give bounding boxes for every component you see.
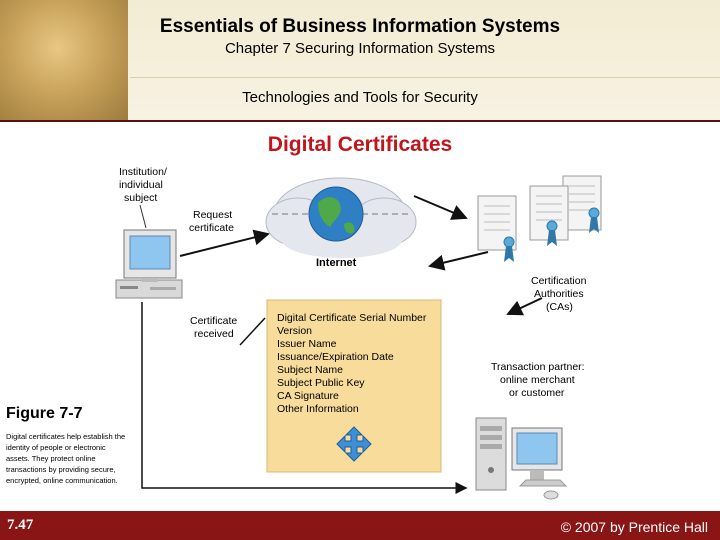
partner-label: Transaction partner: online merchant or … bbox=[491, 361, 588, 399]
received-pointer bbox=[240, 318, 265, 345]
subject-label: Institution/ individual subject bbox=[119, 166, 170, 204]
figure-label: Figure 7-7 bbox=[6, 405, 82, 423]
server-computer-icon bbox=[476, 418, 566, 499]
figure-caption: Digital certificates help establish the … bbox=[6, 431, 128, 486]
request-label: Request certificate bbox=[189, 209, 235, 234]
certificate-documents-icon bbox=[478, 176, 601, 262]
copyright-text: © 2007 by Prentice Hall bbox=[561, 519, 708, 535]
desktop-computer-icon bbox=[116, 230, 182, 298]
ca-label: Certification Authorities (CAs) bbox=[531, 275, 589, 313]
request-arrow bbox=[180, 234, 268, 256]
subject-pointer bbox=[140, 205, 146, 228]
internet-label: Internet bbox=[316, 257, 357, 269]
ca-to-internet-arrow bbox=[430, 252, 488, 266]
globe-icon bbox=[309, 187, 363, 241]
slide-number: 7.47 bbox=[7, 517, 33, 534]
received-label: Certificate received bbox=[190, 315, 240, 340]
internet-to-ca-arrow bbox=[414, 196, 466, 218]
ca-to-certificate-arrow bbox=[508, 298, 542, 314]
